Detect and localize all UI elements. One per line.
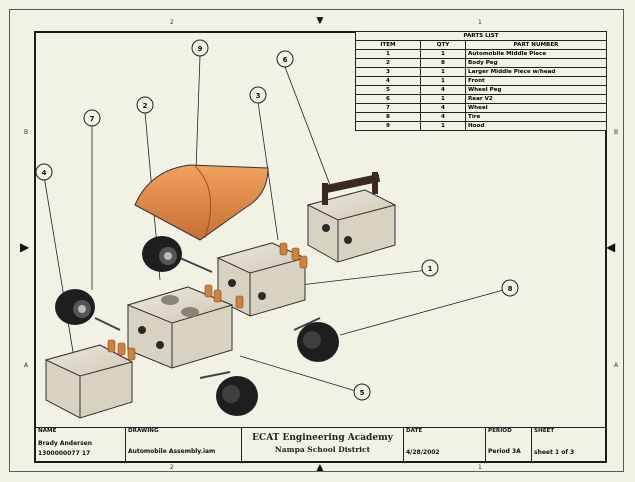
part-cell: Larger Middle Piece w/head [465,67,607,77]
drawing-frame [34,31,607,463]
drawing-caption: DRAWING [128,428,159,434]
student-id: 1300000077 17 [38,450,91,457]
parts-list-title: PARTS LIST [355,31,607,41]
part-cell: Front [465,76,607,86]
class-period: Period 3A [488,448,521,455]
item-balloons: 9 6 3 2 7 4 1 8 5 [35,39,519,401]
part-cell: Hood [465,121,607,131]
left-center-arrow: ▶ [20,240,30,254]
name-caption: NAME [38,428,57,434]
right-zone-a: A [614,362,619,369]
balloon-7: 7 [90,115,95,123]
top-zone-1: 1 [478,19,482,26]
qty-cell: 1 [420,49,466,59]
item-cell: 5 [355,85,421,95]
body-pegs [107,242,308,361]
wheel-rear-left [142,236,182,272]
date-cell: DATE 4/28/2002 [404,427,486,461]
sheet-caption: SHEET [534,428,555,434]
right-zone-b: B [614,129,619,136]
balloon-3: 2 [143,102,148,110]
part-cell: Body Peg [465,58,607,68]
qty-cell: 4 [420,103,466,113]
part-cell: Automobile Middle Piece [465,49,607,59]
wheel-front-left [55,289,95,325]
qty-cell: 8 [420,58,466,68]
qty-cell: 4 [420,85,466,95]
title-block: NAME Brady Andersen 1300000077 17 DRAWIN… [36,427,605,461]
top-zone-2: 2 [170,19,174,26]
part-cell: Wheel Peg [465,85,607,95]
period-cell: PERIOD Period 3A [486,427,532,461]
right-center-arrow: ◀ [606,240,616,254]
qty-cell: 1 [420,67,466,77]
qty-cell: 4 [420,112,466,122]
hood-part [134,164,269,241]
date-caption: DATE [406,428,423,434]
drawing-date: 4/28/2002 [406,449,440,456]
qty-cell: 1 [420,76,466,86]
larger-middle-piece [126,286,234,369]
rear-part [306,172,397,263]
bottom-zone-2: 2 [170,464,174,471]
part-cell: Wheel [465,103,607,113]
name-cell: NAME Brady Andersen 1300000077 17 [36,427,126,461]
balloon-1: 1 [428,265,433,273]
balloon-6: 6 [283,56,288,64]
bottom-center-arrow: ▲ [314,460,326,474]
school-cell: ECAT Engineering Academy Nampa School Di… [242,427,404,461]
item-cell: 6 [355,94,421,104]
item-cell: 4 [355,76,421,86]
wheels [55,236,339,416]
left-zone-a: A [24,362,29,369]
student-name: Brady Andersen [38,440,93,447]
front-part [44,344,134,419]
sheet-cell: SHEET sheet 1 of 3 [532,427,605,461]
sheet-number: sheet 1 of 3 [534,449,575,456]
title-block-top-line [36,427,605,428]
header-part-number: PART NUMBER [465,40,607,50]
part-cell: Rear V2 [465,94,607,104]
item-cell: 7 [355,103,421,113]
item-cell: 9 [355,121,421,131]
school-name: ECAT Engineering Academy [252,433,393,443]
balloon-9: 9 [198,45,203,53]
top-center-arrow: ▼ [314,13,326,27]
part-cell: Tire [465,112,607,122]
outer-border [9,9,624,472]
item-cell: 1 [355,49,421,59]
bottom-zone-1: 1 [478,464,482,471]
balloon-5: 5 [360,389,365,397]
item-cell: 3 [355,67,421,77]
left-zone-b: B [24,129,29,136]
district-name: Nampa School District [274,445,371,454]
balloon-8: 8 [508,285,513,293]
wheel-pegs [94,257,321,379]
drawing-file-name: Automobile Assembly.iam [128,448,216,455]
balloon-4: 4 [42,169,47,177]
header-qty: QTY [420,40,466,50]
wheel-front-right [216,376,258,416]
item-cell: 2 [355,58,421,68]
balloon-3-left: 3 [256,92,261,100]
wheel-rear-right [297,322,339,362]
qty-cell: 1 [420,94,466,104]
item-cell: 8 [355,112,421,122]
drawing-cell: DRAWING Automobile Assembly.iam [126,427,242,461]
period-caption: PERIOD [488,428,512,434]
qty-cell: 1 [420,121,466,131]
header-item: ITEM [355,40,421,50]
